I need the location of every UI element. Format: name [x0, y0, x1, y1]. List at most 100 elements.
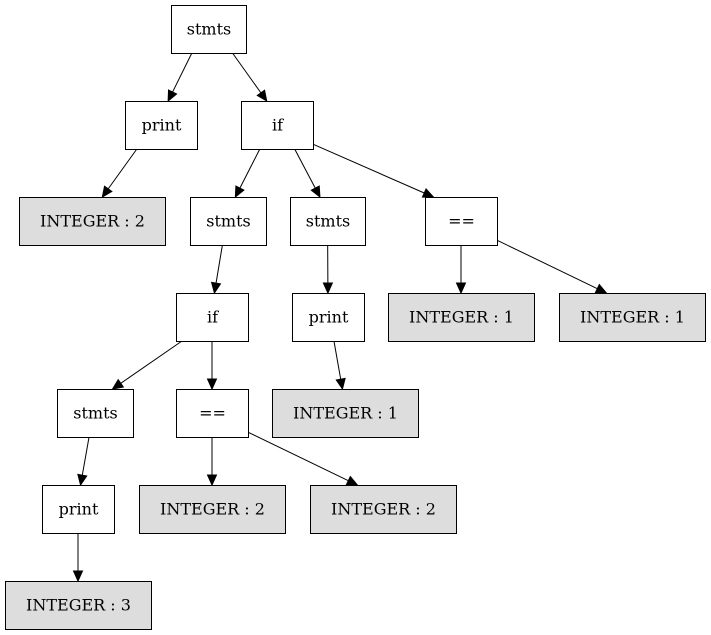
integer-leaf-node: INTEGER : 2	[19, 197, 166, 246]
node-box	[19, 197, 166, 246]
node-stmts-d: stmts	[57, 389, 134, 438]
edge-arrow	[206, 437, 218, 487]
node-box	[425, 197, 498, 246]
edge-arrow	[232, 52, 268, 102]
arrowhead-icon	[210, 281, 222, 295]
node-box	[292, 293, 365, 342]
edge-arrow	[111, 340, 183, 390]
edges-layer	[72, 52, 608, 583]
edge-line	[312, 143, 425, 194]
edge-arrow	[77, 436, 90, 487]
edge-line	[294, 148, 316, 189]
edge-line	[496, 239, 598, 290]
node-label: INTEGER : 2	[160, 500, 265, 519]
node-box	[42, 485, 115, 534]
node-label: INTEGER : 1	[580, 308, 685, 327]
node-box	[139, 485, 286, 534]
arrowhead-icon	[421, 187, 435, 198]
node-label: INTEGER : 1	[409, 308, 514, 327]
edge-line	[107, 148, 138, 190]
node-label: INTEGER : 3	[26, 596, 131, 615]
node-label: if	[207, 308, 219, 327]
edge-line	[333, 340, 342, 380]
integer-leaf-node: INTEGER : 1	[272, 389, 419, 438]
node-box	[5, 581, 152, 630]
node-box	[57, 389, 134, 438]
arrowhead-icon	[101, 185, 113, 198]
integer-leaf-node: INTEGER : 2	[139, 485, 286, 534]
node-if-b: if	[176, 293, 249, 342]
arrowhead-icon	[72, 570, 84, 583]
arrowhead-icon	[335, 377, 346, 391]
edge-arrow	[101, 148, 138, 198]
arrowhead-icon	[206, 474, 218, 487]
edge-arrow	[455, 245, 467, 295]
integer-leaf-node: INTEGER : 2	[310, 485, 457, 534]
arrowhead-icon	[206, 378, 218, 391]
edge-arrow	[234, 148, 261, 199]
node-box	[310, 485, 457, 534]
node-print-c: print	[42, 485, 115, 534]
node-box	[290, 197, 366, 246]
node-if-a: if	[241, 101, 314, 150]
arrowhead-icon	[594, 283, 608, 294]
node-box	[272, 389, 419, 438]
edge-arrow	[167, 52, 193, 103]
node-label: stmts	[206, 212, 250, 231]
node-box	[241, 101, 314, 150]
node-label: stmts	[73, 404, 117, 423]
edge-line	[81, 436, 90, 476]
edge-arrow	[72, 533, 84, 583]
arrowhead-icon	[310, 185, 321, 199]
edge-arrow	[210, 244, 223, 295]
node-label: INTEGER : 2	[40, 212, 145, 231]
node-label: if	[272, 116, 284, 135]
node-box	[176, 389, 249, 438]
node-label: print	[309, 308, 349, 327]
node-stmts-b: stmts	[190, 197, 267, 246]
integer-leaf-node: INTEGER : 3	[5, 581, 152, 630]
integer-leaf-node: INTEGER : 1	[388, 293, 535, 342]
edge-line	[232, 52, 262, 94]
node-label: print	[142, 116, 182, 135]
edge-arrow	[294, 148, 321, 199]
node-root: stmts	[171, 5, 247, 54]
node-box	[388, 293, 535, 342]
edge-arrow	[312, 143, 435, 198]
edge-line	[239, 148, 261, 189]
edge-line	[215, 244, 223, 284]
node-label: stmts	[187, 20, 231, 39]
edge-arrow	[247, 431, 359, 486]
edge-arrow	[333, 340, 346, 391]
node-eq-a: ==	[425, 197, 498, 246]
node-label: print	[59, 500, 99, 519]
integer-leaf-node: INTEGER : 1	[559, 293, 706, 342]
edge-line	[172, 52, 193, 93]
arrowhead-icon	[111, 378, 125, 390]
edge-arrow	[322, 244, 334, 295]
edge-line	[120, 340, 183, 384]
node-box	[190, 197, 267, 246]
arrowhead-icon	[455, 282, 467, 295]
node-label: INTEGER : 2	[331, 500, 436, 519]
edge-arrow	[496, 239, 608, 294]
node-eq-b: ==	[176, 389, 249, 438]
arrowhead-icon	[256, 89, 268, 102]
arrowhead-icon	[345, 475, 359, 486]
arrowhead-icon	[322, 282, 334, 295]
node-label: ==	[448, 212, 475, 231]
node-label: INTEGER : 1	[293, 404, 398, 423]
node-label: stmts	[306, 212, 350, 231]
arrowhead-icon	[234, 185, 245, 199]
node-print-b: print	[292, 293, 365, 342]
node-box	[176, 293, 249, 342]
node-box	[559, 293, 706, 342]
node-label: ==	[199, 404, 226, 423]
node-print-a: print	[125, 101, 198, 150]
node-box	[171, 5, 247, 54]
node-box	[125, 101, 198, 150]
arrowhead-icon	[77, 473, 88, 487]
node-stmts-c: stmts	[290, 197, 366, 246]
